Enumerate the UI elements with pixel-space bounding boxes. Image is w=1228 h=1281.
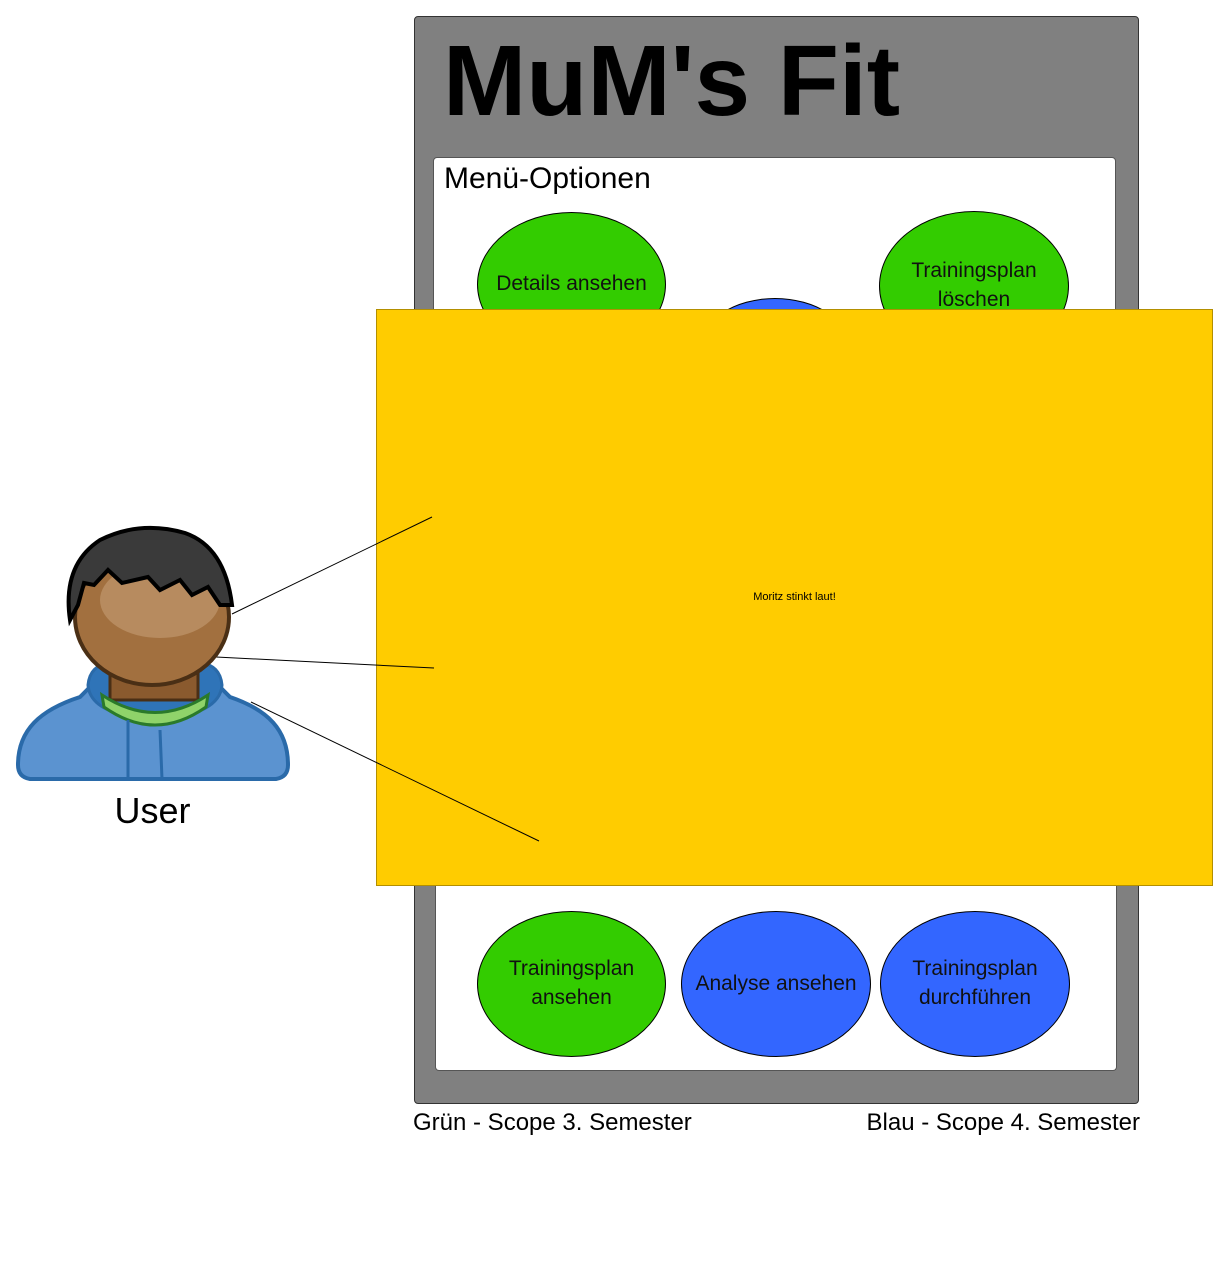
legend-green-scope: Grün - Scope 3. Semester [413,1109,692,1136]
delete-plan-label: Trainingsplan löschen [911,259,1037,311]
run-plan-button[interactable]: Trainingsplan durchführen [880,911,1070,1057]
sticky-note-text: Moritz stinkt laut! [753,591,836,603]
menu-heading: Menü-Optionen [444,162,651,195]
details-button-label: Details ansehen [496,272,647,296]
view-analysis-button[interactable]: Analyse ansehen [681,911,871,1057]
user-avatar-icon [15,525,291,781]
user-label: User [114,790,191,831]
view-plan-button[interactable]: Trainingsplan ansehen [477,911,666,1057]
view-plan-label: Trainingsplan ansehen [508,957,635,1009]
legend-blue-scope: Blau - Scope 4. Semester [866,1109,1140,1136]
app-title: MuM's Fit [443,25,901,137]
view-analysis-label: Analyse ansehen [695,971,857,995]
run-plan-label: Trainingsplan durchführen [912,957,1038,1009]
